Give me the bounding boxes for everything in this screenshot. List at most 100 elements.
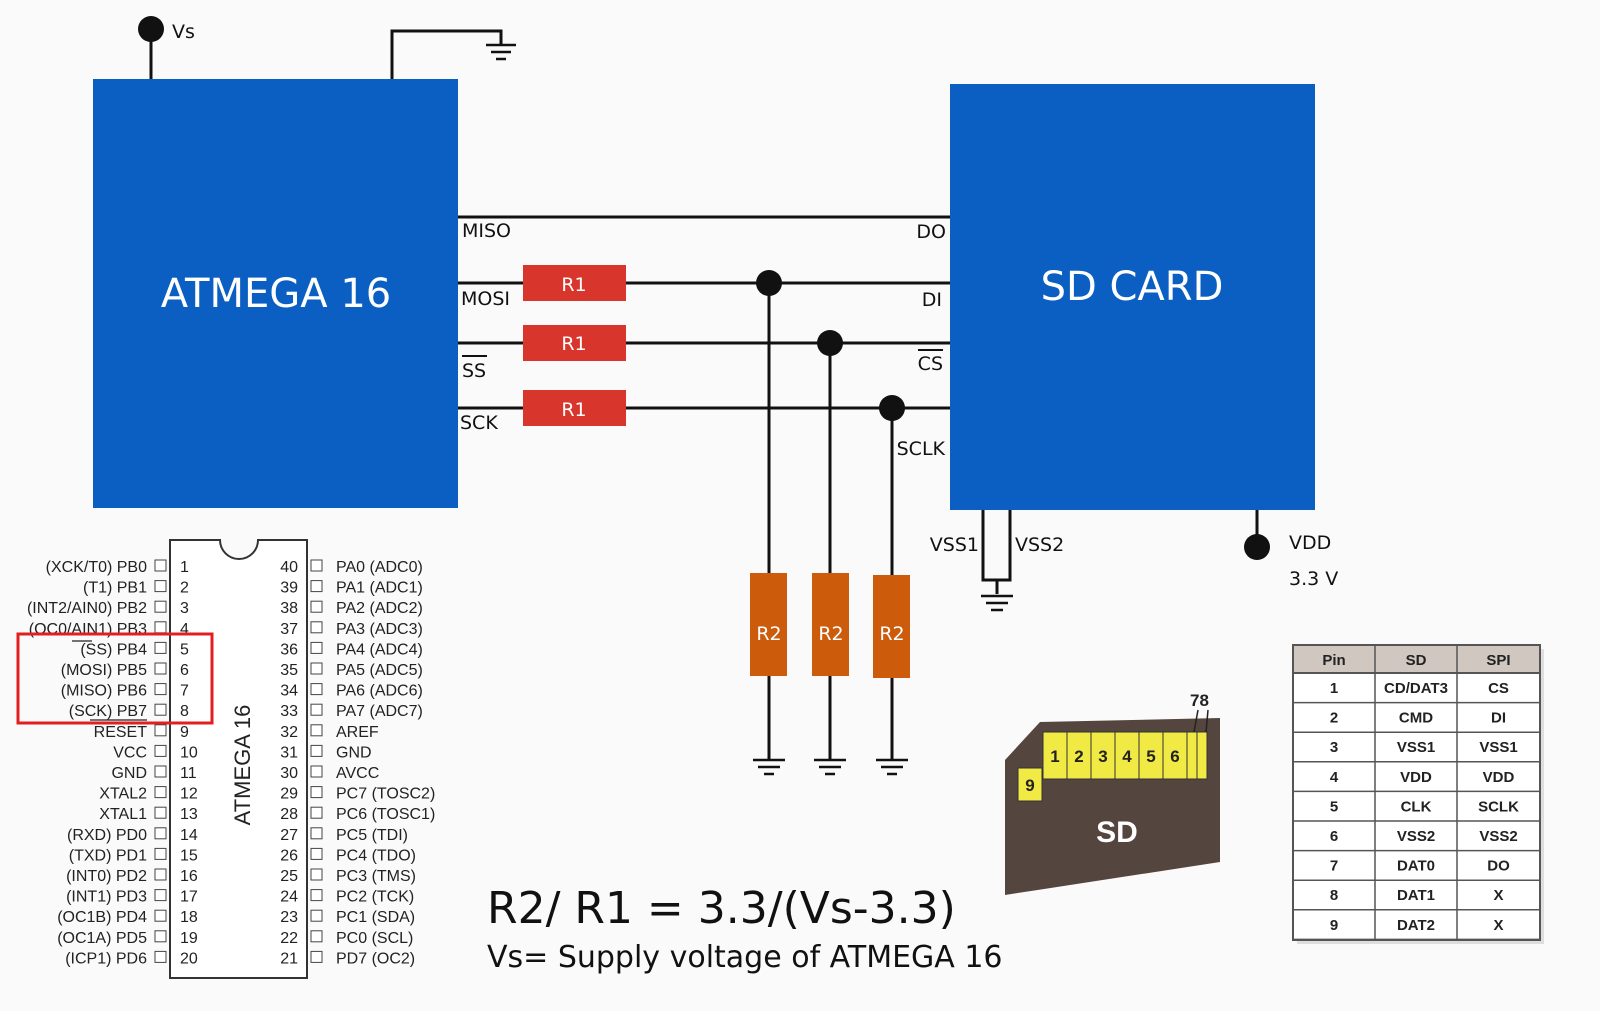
pin-pad [154,786,167,799]
pin-number-right: 33 [280,703,298,720]
vs-label: Vs [172,21,195,43]
svg-text:9: 9 [1025,776,1034,795]
table-cell: CD/DAT3 [1384,680,1448,697]
pin-label-right: PA1 (ADC1) [336,580,423,597]
pin-label-left: (MISO) PB6 [61,683,147,700]
pin-label-right: PC2 (TCK) [336,889,414,906]
svg-text:4: 4 [1122,747,1132,766]
pin-label-right: PC0 (SCL) [336,930,413,947]
svg-text:R2: R2 [818,623,843,645]
pin-label-right: PC7 (TOSC2) [336,786,435,803]
svg-text:R1: R1 [561,333,586,355]
svg-text:6: 6 [1170,747,1179,766]
r2-resistor: R2 [873,575,910,678]
sd-contact: 5 [1138,731,1164,780]
pin-pad [310,786,323,799]
r1-resistor: R1 [523,265,626,301]
pin-number-right: 34 [280,683,298,700]
pin-number-left: 10 [180,744,198,761]
table-cell: SCLK [1478,798,1519,815]
pin-pad [310,930,323,943]
pin-label-right: PA4 (ADC4) [336,641,423,658]
pin-number-right: 31 [280,744,298,761]
atmega16-block [93,79,458,508]
vss2-label: VSS2 [1015,534,1064,556]
pin-number-left: 20 [180,950,198,967]
pin-pad [154,724,167,737]
sd-contact: 4 [1114,731,1140,780]
junction-node [879,395,905,421]
mcu-ground-wire [390,29,503,79]
pin-label-right: AREF [336,724,379,741]
atmega16-title: ATMEGA 16 [161,271,391,317]
sd-contact: 2 [1066,731,1092,780]
pin-number-right: 35 [280,662,298,679]
dip40-chip-body [169,539,308,979]
pin-label-right: GND [336,744,372,761]
pin-pad [310,868,323,881]
pin-label-right: PA7 (ADC7) [336,703,423,720]
pin-number-right: 21 [280,950,298,967]
junction-node [817,330,843,356]
pin-number-right: 23 [280,909,298,926]
table-cell: DAT1 [1397,887,1435,904]
pin-pad [154,765,167,778]
vs-node [138,16,164,42]
svg-text:R1: R1 [561,274,586,296]
table-cell: 3 [1330,739,1338,756]
vss1-label: VSS1 [930,534,979,556]
table-cell: 8 [1330,887,1338,904]
spi-pins-highlight [16,632,214,725]
table-cell: 9 [1330,917,1338,934]
table-cell: 7 [1330,858,1338,875]
pin-pad [310,744,323,757]
pin-number-right: 38 [280,600,298,617]
ground-icon [486,43,516,61]
junction-node [756,270,782,296]
pin-number-right: 25 [280,868,298,885]
pin-label-right: AVCC [336,765,379,782]
table-cell: VSS1 [1479,739,1517,756]
table-header-cell: SPI [1486,652,1510,669]
pin-pad [154,868,167,881]
pin-pad [154,600,167,613]
pin-label-left: (SCK) PB7 [69,703,147,720]
r2-grounds [753,758,908,776]
pin-label-left: XTAL1 [99,806,147,823]
pin-pad [310,641,323,654]
sd-contact: 9 [1017,767,1043,802]
pin-number-left: 1 [180,559,189,576]
pin-pad [154,662,167,675]
pin-pad [154,847,167,860]
pin-number-right: 24 [280,889,298,906]
pin-label-left: GND [111,765,147,782]
pinout-chip-label: ATMEGA 16 [230,705,255,826]
pin-number-left: 3 [180,600,189,617]
table-cell: X [1493,887,1503,904]
svg-text:2: 2 [1074,747,1083,766]
pin-label-left: RESET [94,724,148,741]
table-cell: VSS2 [1479,828,1517,845]
pin-number-left: 14 [180,827,198,844]
table-cell: DO [1487,858,1510,875]
pin-pad [154,559,167,572]
pin-pad [154,703,167,716]
table-cell: 1 [1330,680,1338,697]
pin-pad [154,930,167,943]
table-cell: DAT2 [1397,917,1435,934]
ground-icon [814,758,846,776]
pin-pad [310,909,323,922]
sck-label: SCK [460,412,498,434]
pin-number-right: 32 [280,724,298,741]
table-cell: 2 [1330,710,1338,727]
pin-pad [154,827,167,840]
svg-text:R1: R1 [561,399,586,421]
sd-card-block [950,84,1315,510]
pin-label-left: (INT1) PD3 [66,889,147,906]
pin-pad [310,889,323,902]
